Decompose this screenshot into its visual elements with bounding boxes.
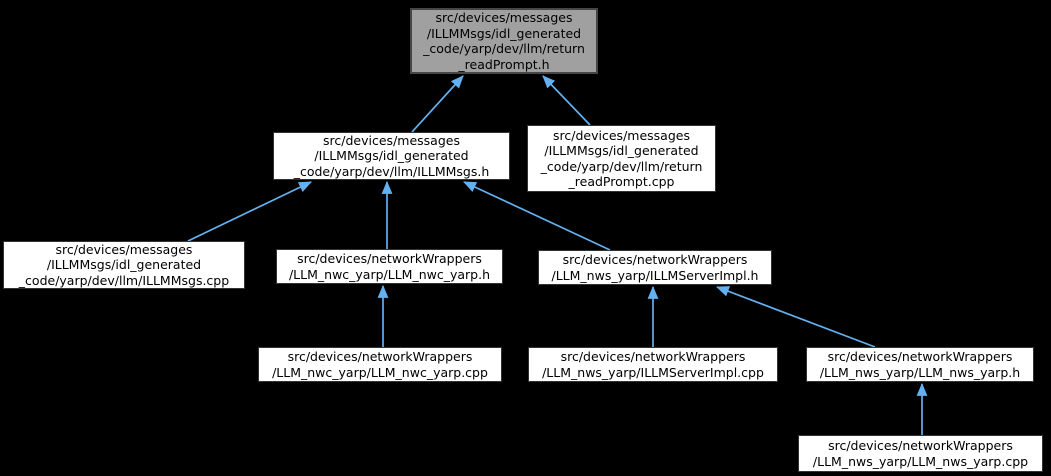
- node-illmserverimpl-cpp[interactable]: src/devices/networkWrappers /LLM_nws_yar…: [528, 347, 778, 382]
- node-llm-nwc-yarp-h[interactable]: src/devices/networkWrappers /LLM_nwc_yar…: [276, 249, 503, 284]
- node-return-readprompt-cpp[interactable]: src/devices/messages /ILLMMsgs/idl_gener…: [527, 125, 716, 192]
- node-llm-nwc-yarp-cpp[interactable]: src/devices/networkWrappers /LLM_nwc_yar…: [258, 347, 502, 382]
- node-illmserverimpl-h[interactable]: src/devices/networkWrappers /LLM_nws_yar…: [538, 250, 772, 285]
- edge-illmmsgs-h-to-return-readprompt-h: [411, 75, 464, 133]
- node-llm-nws-yarp-cpp[interactable]: src/devices/networkWrappers /LLM_nws_yar…: [798, 435, 1043, 472]
- edge-illmmsgs-cpp-to-illmmsgs-h: [187, 181, 312, 242]
- node-illmmsgs-h[interactable]: src/devices/messages /ILLMMsgs/idl_gener…: [273, 132, 510, 180]
- edge-llm-nws-yarp-h-to-illmserverimpl-h: [715, 286, 876, 348]
- edge-return-readprompt-cpp-to-return-readprompt-h: [542, 75, 591, 126]
- node-llm-nws-yarp-h[interactable]: src/devices/networkWrappers /LLM_nws_yar…: [806, 347, 1034, 382]
- node-illmmsgs-cpp[interactable]: src/devices/messages /ILLMMsgs/idl_gener…: [3, 241, 245, 289]
- node-return-readprompt-h[interactable]: src/devices/messages /ILLMMsgs/idl_gener…: [410, 8, 598, 74]
- edge-illmserverimpl-h-to-illmmsgs-h: [463, 181, 611, 251]
